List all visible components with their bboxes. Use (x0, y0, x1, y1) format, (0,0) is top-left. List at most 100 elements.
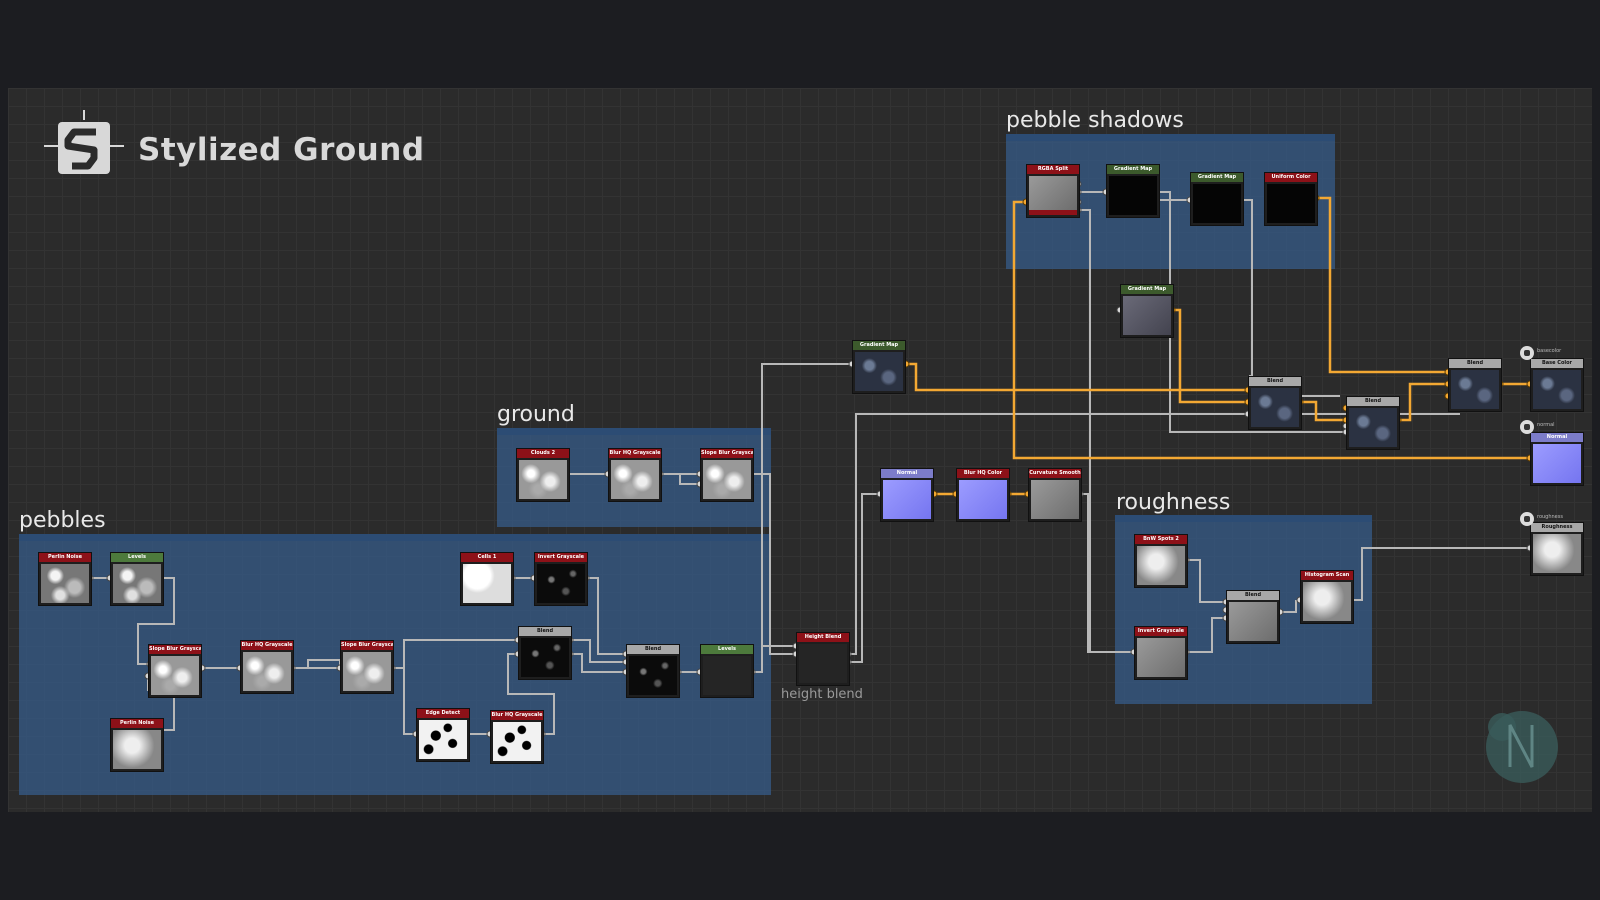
output-base-color[interactable]: Base Color (1530, 358, 1584, 412)
node-title: Blend (627, 645, 679, 654)
node-thumbnail (41, 564, 89, 603)
output-normal[interactable]: Normal (1530, 432, 1584, 486)
node-levels[interactable]: Levels (110, 552, 164, 606)
node-invert-grayscale[interactable]: Invert Grayscale (1134, 626, 1188, 680)
node-thumbnail (1031, 480, 1079, 519)
node-cells[interactable]: Cells 1 (460, 552, 514, 606)
node-slope-blur-grayscale[interactable]: Slope Blur Grayscale (148, 644, 202, 698)
node-thumbnail (1137, 546, 1185, 585)
node-thumbnail (1533, 534, 1581, 573)
frame-label-ground: ground (497, 402, 575, 427)
node-title: Blend (519, 627, 571, 636)
node-title: Perlin Noise (39, 553, 91, 562)
node-thumbnail (1137, 638, 1185, 677)
node-levels[interactable]: Levels (700, 644, 754, 698)
node-title: Cells 1 (461, 553, 513, 562)
node-blur-hq-color[interactable]: Blur HQ Color (956, 468, 1010, 522)
node-thumbnail (1267, 184, 1315, 223)
node-perlin-noise[interactable]: Perlin Noise (110, 718, 164, 772)
frame-label-pebble-shadows: pebble shadows (1006, 108, 1184, 133)
substance-logo-icon (44, 110, 124, 174)
node-title: Invert Grayscale (535, 553, 587, 562)
output-basecolor-icon (1520, 346, 1534, 360)
node-thumbnail (1303, 582, 1351, 621)
node-title: Blend (1347, 397, 1399, 406)
node-gradient-map[interactable]: Gradient Map (1120, 284, 1174, 338)
node-thumbnail (1251, 388, 1299, 427)
node-title: Edge Detect (417, 709, 469, 718)
node-blend[interactable]: Blend (1448, 358, 1502, 412)
node-title: Gradient Map (1121, 285, 1173, 294)
node-gradient-map[interactable]: Gradient Map (1106, 164, 1160, 218)
frame-label-roughness: roughness (1116, 490, 1231, 515)
node-thumbnail (1451, 370, 1499, 409)
node-title: Levels (701, 645, 753, 654)
node-blend[interactable]: Blend (1226, 590, 1280, 644)
node-gradient-map[interactable]: Gradient Map (1190, 172, 1244, 226)
graph-title: Stylized Ground (138, 132, 425, 168)
node-title: Gradient Map (1107, 165, 1159, 174)
node-blur-hq-grayscale[interactable]: Blur HQ Grayscale (608, 448, 662, 502)
node-histogram-scan[interactable]: Histogram Scan (1300, 570, 1354, 624)
node-title: Gradient Map (1191, 173, 1243, 182)
node-title: Slope Blur Grayscale (701, 449, 753, 458)
node-blend[interactable]: Blend (1248, 376, 1302, 430)
node-thumbnail (611, 460, 659, 499)
output-roughness-id: roughness (1537, 514, 1563, 520)
node-thumbnail (1123, 296, 1171, 335)
node-title: Blur HQ Grayscale (609, 449, 661, 458)
node-bnw-spots[interactable]: BnW Spots 2 (1134, 534, 1188, 588)
node-title: Slope Blur Grayscale (149, 645, 201, 654)
node-thumbnail (1229, 602, 1277, 641)
node-invert-grayscale[interactable]: Invert Grayscale (534, 552, 588, 606)
node-blend[interactable]: Blend (1346, 396, 1400, 450)
node-edge-detect[interactable]: Edge Detect (416, 708, 470, 762)
node-title: Clouds 2 (517, 449, 569, 458)
height-blend-caption: height blend (781, 687, 863, 702)
node-blur-hq-grayscale[interactable]: Blur HQ Grayscale (240, 640, 294, 694)
node-slope-blur-grayscale[interactable]: Slope Blur Grayscale (700, 448, 754, 502)
node-gradient-map[interactable]: Gradient Map (852, 340, 906, 394)
node-thumbnail (151, 656, 199, 695)
node-clouds[interactable]: Clouds 2 (516, 448, 570, 502)
node-thumbnail (113, 564, 161, 603)
frame-label-pebbles: pebbles (19, 508, 106, 533)
node-thumbnail (1193, 184, 1241, 223)
node-thumbnail (799, 644, 847, 683)
output-roughness[interactable]: Roughness (1530, 522, 1584, 576)
node-title: Blend (1227, 591, 1279, 600)
node-normal[interactable]: Normal (880, 468, 934, 522)
node-thumbnail (1533, 444, 1581, 483)
node-thumbnail (1533, 370, 1581, 409)
node-thumbnail (243, 652, 291, 691)
node-thumbnail (629, 656, 677, 695)
node-title: Perlin Noise (111, 719, 163, 728)
output-normal-id: normal (1537, 422, 1555, 428)
node-title: BnW Spots 2 (1135, 535, 1187, 544)
node-thumbnail (419, 720, 467, 759)
node-uniform-color[interactable]: Uniform Color (1264, 172, 1318, 226)
node-height-blend[interactable]: Height Blend (796, 632, 850, 686)
node-thumbnail (463, 564, 511, 603)
node-title: Base Color (1531, 359, 1583, 368)
node-rgba-split[interactable]: RGBA Split (1026, 164, 1080, 218)
node-title: Curvature Smooth (1029, 469, 1081, 478)
node-title: Normal (1531, 433, 1583, 442)
node-perlin-noise[interactable]: Perlin Noise (38, 552, 92, 606)
node-title: Uniform Color (1265, 173, 1317, 182)
node-blur-hq-grayscale[interactable]: Blur HQ Grayscale (490, 710, 544, 764)
node-title: Slope Blur Grayscale (341, 641, 393, 650)
node-thumbnail (1349, 408, 1397, 447)
output-normal-icon (1520, 420, 1534, 434)
node-thumbnail (521, 638, 569, 677)
node-blend[interactable]: Blend (518, 626, 572, 680)
node-blend[interactable]: Blend (626, 644, 680, 698)
node-thumbnail (519, 460, 567, 499)
node-thumbnail (703, 460, 751, 499)
node-thumbnail (959, 480, 1007, 519)
node-curvature-smooth[interactable]: Curvature Smooth (1028, 468, 1082, 522)
node-title: Normal (881, 469, 933, 478)
node-thumbnail (703, 656, 751, 695)
node-thumbnail (883, 480, 931, 519)
node-slope-blur-grayscale[interactable]: Slope Blur Grayscale (340, 640, 394, 694)
